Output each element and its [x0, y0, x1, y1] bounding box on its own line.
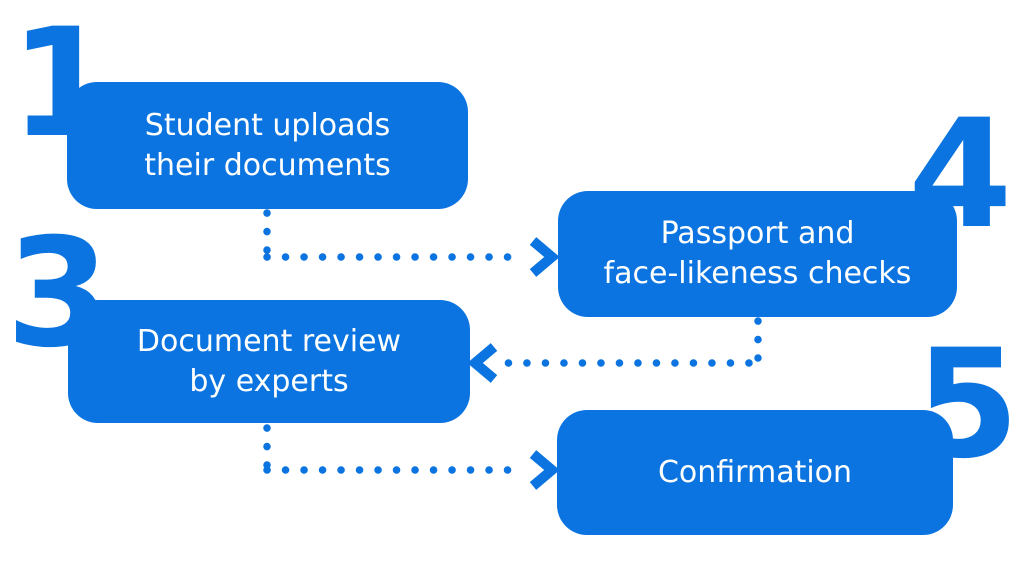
arrow-step3-to-step5 — [263, 424, 560, 490]
step-box-confirmation: Confirmation — [557, 410, 953, 535]
step-box-passport-checks: Passport and face-likeness checks — [558, 191, 957, 317]
arrow-left-icon — [467, 343, 498, 383]
step-label-line: face-likeness checks — [603, 256, 912, 291]
step-box-document-review: Document review by experts — [68, 300, 470, 423]
step-label-line: by experts — [189, 363, 349, 399]
step-label-line: Passport and — [660, 216, 855, 251]
arrow-step4-to-step3 — [467, 317, 762, 383]
step-label-line: Confirmation — [657, 454, 853, 490]
arrow-right-icon — [529, 450, 560, 490]
step-label-line: Document review — [136, 323, 402, 359]
step-box-student-uploads: Student uploads their documents — [67, 82, 468, 209]
step-label-line: their documents — [144, 147, 391, 183]
arrow-right-icon — [529, 237, 560, 277]
step-label-line: Student uploads — [144, 107, 391, 143]
arrow-step1-to-step4 — [263, 209, 560, 277]
